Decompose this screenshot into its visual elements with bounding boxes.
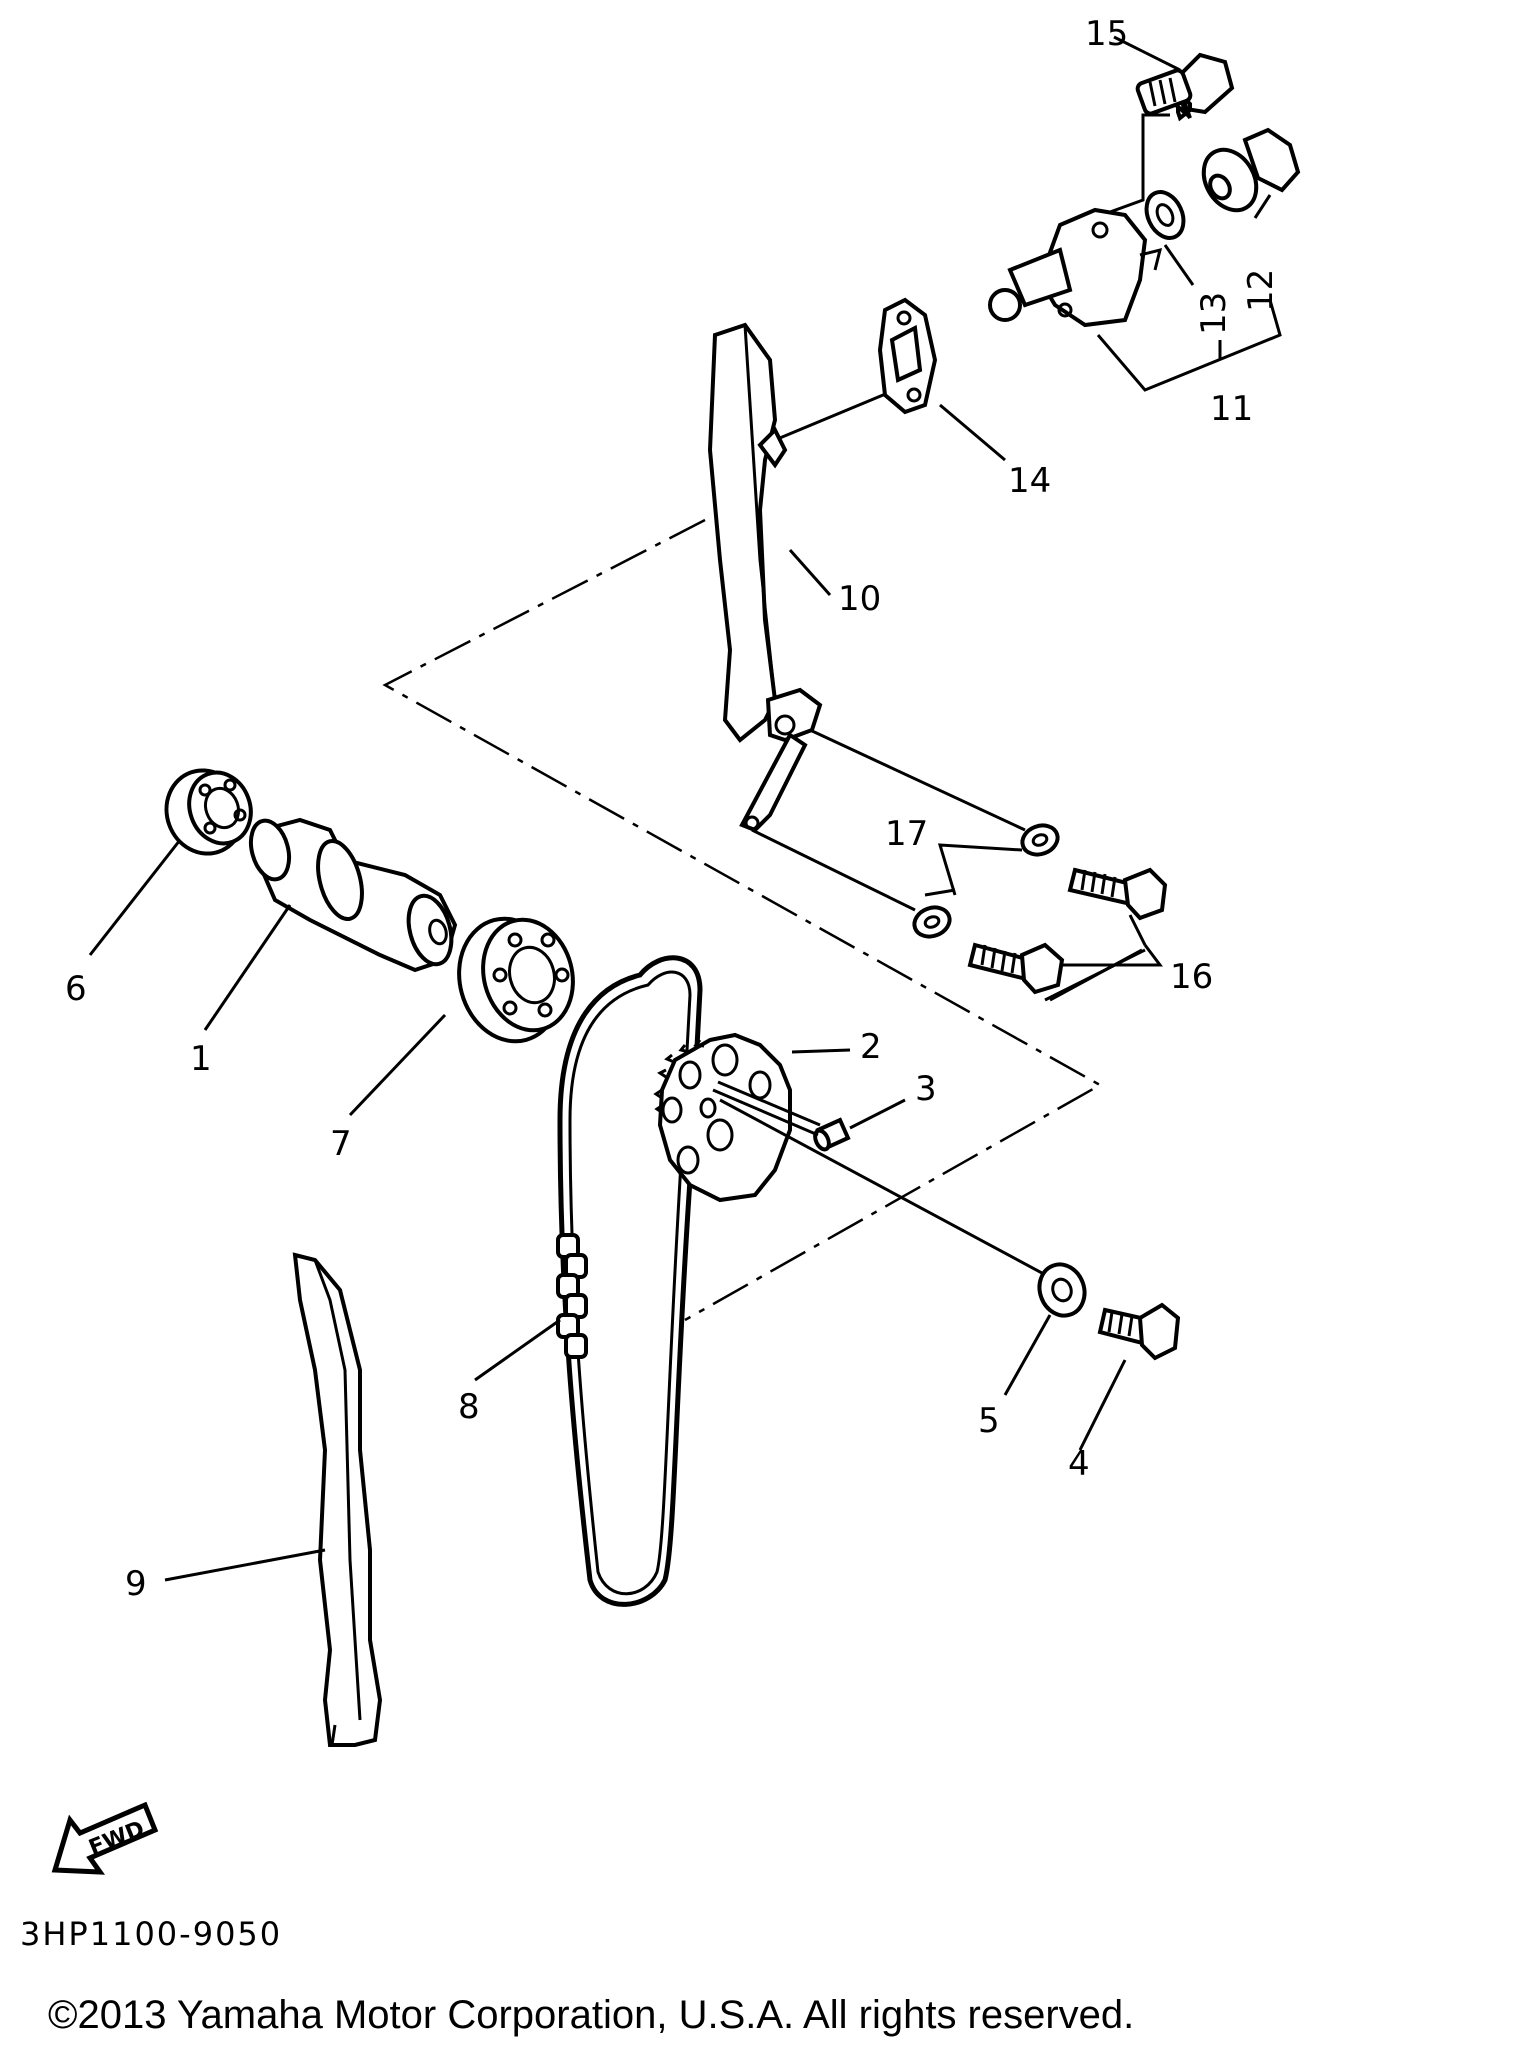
callout-13: 13 [1194, 292, 1234, 335]
part-4-bolt[interactable] [1097, 1302, 1181, 1361]
part-15-bolt[interactable] [1135, 52, 1235, 122]
callout-6: 6 [65, 969, 87, 1009]
callout-4: 4 [1068, 1444, 1090, 1484]
part-6-bearing[interactable] [155, 760, 261, 865]
part-1-camshaft[interactable] [245, 816, 459, 973]
leader-lines-guide [751, 728, 1163, 1002]
callout-labels: 1 2 3 4 5 6 7 8 9 10 11 12 13 14 15 16 1… [65, 14, 1281, 1604]
leader-lines-sprocket [712, 1048, 1056, 1282]
part-14-gasket[interactable] [877, 297, 938, 415]
part-9-chain-guide[interactable] [292, 1252, 383, 1747]
part-16-bolt-lower[interactable] [967, 942, 1065, 995]
forward-direction-arrow: FWD [51, 1801, 159, 1875]
callout-11: 11 [1210, 389, 1253, 429]
part-11-tensioner-assembly[interactable] [988, 207, 1163, 328]
part-13-washer[interactable] [1139, 186, 1190, 244]
callout-1: 1 [190, 1039, 212, 1079]
callout-3: 3 [915, 1069, 937, 1109]
callout-5: 5 [978, 1401, 1000, 1441]
alignment-outline [382, 518, 1103, 1322]
part-10-chain-guide[interactable] [707, 322, 823, 833]
callout-15: 15 [1085, 14, 1128, 54]
part-7-bearing[interactable] [446, 907, 585, 1053]
leader-lines-lower [88, 839, 1127, 1582]
part-17-washer-upper[interactable] [1018, 821, 1061, 860]
part-16-bolt-upper[interactable] [1067, 867, 1168, 921]
fwd-label: FWD [85, 1816, 148, 1861]
callout-14: 14 [1008, 461, 1051, 501]
callout-9: 9 [125, 1564, 147, 1604]
part-5-washer[interactable] [1032, 1258, 1091, 1322]
part-12-plug-bolt[interactable] [1193, 127, 1301, 220]
part-2-cam-sprocket[interactable] [653, 1032, 792, 1203]
callout-10: 10 [838, 579, 881, 619]
callout-17: 17 [885, 814, 928, 854]
copyright-notice: ©2013 Yamaha Motor Corporation, U.S.A. A… [48, 1993, 1134, 2037]
part-3-dowel-pin[interactable] [812, 1117, 851, 1152]
callout-7: 7 [330, 1124, 352, 1164]
callout-2: 2 [860, 1027, 882, 1067]
callout-8: 8 [458, 1387, 480, 1427]
part-17-washer-lower[interactable] [910, 903, 953, 942]
part-8-timing-chain[interactable] [556, 955, 703, 1607]
leader-lines-upper [774, 35, 1282, 596]
callout-12: 12 [1241, 269, 1281, 312]
diagram-code: 3HP1100-9050 [20, 1915, 282, 1953]
callout-16: 16 [1170, 957, 1213, 997]
